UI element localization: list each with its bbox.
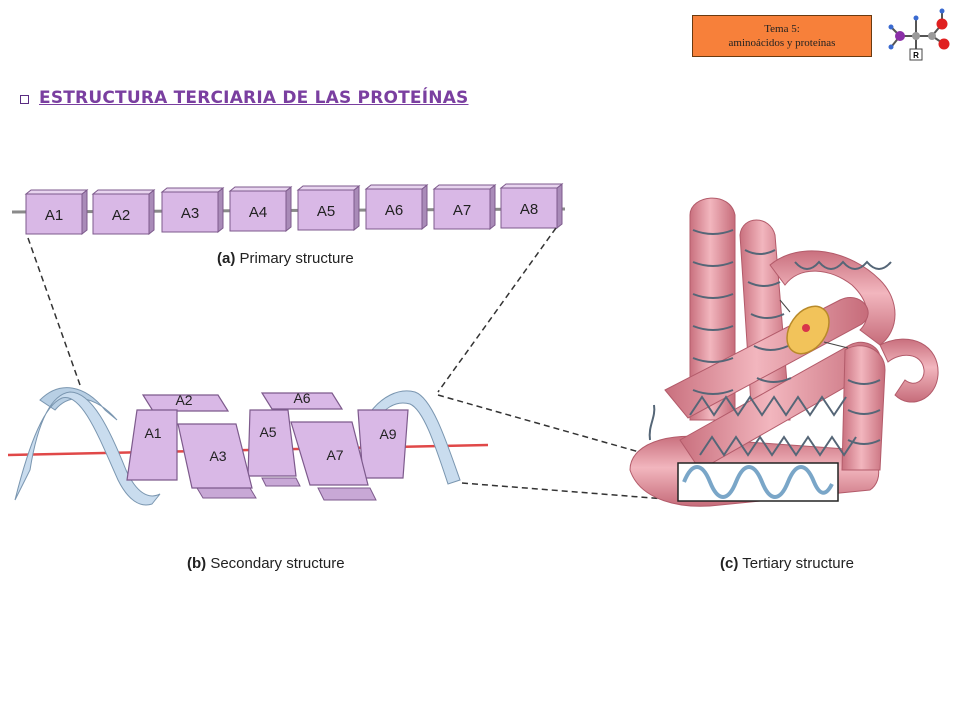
protein-tube xyxy=(841,345,886,471)
secondary-residue-a9: A9 xyxy=(357,409,409,479)
secondary-residue-a6: A6 xyxy=(260,390,344,410)
helix-ribbon-left xyxy=(14,391,161,506)
primary-residue-a1: A1 xyxy=(24,188,89,236)
residue-label: A7 xyxy=(453,202,471,219)
protein-tube xyxy=(879,338,939,403)
primary-label-text: Primary structure xyxy=(235,250,353,267)
helix-stripe xyxy=(847,379,881,445)
primary-residue-a8: A8 xyxy=(499,182,564,230)
primary-label-letter: (a) xyxy=(217,250,235,267)
section-title: ESTRUCTURA TERCIARIA DE LAS PROTEÍNAS xyxy=(39,88,469,108)
secondary-residue-a3: A3 xyxy=(177,423,253,489)
blue-helix-detail xyxy=(682,465,834,499)
carbon-atom-icon xyxy=(912,32,920,40)
helix-stripe xyxy=(692,229,734,395)
side-chain-box xyxy=(909,48,923,61)
primary-residue-a6: A6 xyxy=(364,183,429,231)
topic-line-1: Tema 5: xyxy=(764,23,800,35)
oxygen-atom-icon xyxy=(936,18,948,30)
zoom-line-bottom xyxy=(461,482,679,501)
secondary-residue-a7: A7 xyxy=(290,421,369,486)
residue-label: A3 xyxy=(181,205,199,222)
heme-iron-icon xyxy=(802,324,810,332)
residue-label: A9 xyxy=(379,426,396,442)
topic-line-2: aminoácidos y proteínas xyxy=(728,37,836,49)
nitrogen-atom-icon xyxy=(895,31,905,41)
primary-residue-a4: A4 xyxy=(228,185,293,233)
residue-label: A2 xyxy=(175,392,192,408)
section-heading: ESTRUCTURA TERCIARIA DE LAS PROTEÍNAS xyxy=(20,88,469,108)
helix-stripe xyxy=(699,435,857,457)
carbon-atom-icon xyxy=(928,32,936,40)
chain-tail xyxy=(648,404,656,441)
primary-residue-a2: A2 xyxy=(91,188,156,236)
zoom-line-top xyxy=(437,394,679,464)
hydrogen-atom-icon xyxy=(939,8,945,14)
primary-residues: A1 A2 A3 A4 A5 A6 A7 A8 xyxy=(24,182,564,236)
helix-ribbon-right xyxy=(364,390,461,485)
residue-label: A5 xyxy=(259,424,276,440)
secondary-label-text: Secondary structure xyxy=(206,555,344,572)
residue-plate-base xyxy=(261,477,301,487)
square-bullet-icon xyxy=(20,94,29,104)
residue-label: A6 xyxy=(385,202,403,219)
primary-residue-a7: A7 xyxy=(432,183,497,231)
zoom-line-left xyxy=(27,237,81,386)
secondary-structure-label: (b) Secondary structure xyxy=(187,555,345,572)
residue-label: A6 xyxy=(293,390,310,406)
residue-label: A1 xyxy=(144,425,161,441)
hydrogen-atom-icon xyxy=(888,44,894,50)
tertiary-structure-panel: (c) Tertiary structure xyxy=(629,197,939,572)
amino-acid-molecule-icon: R xyxy=(888,8,950,61)
residue-label: A4 xyxy=(249,204,267,221)
primary-structure-panel: A1 A2 A3 A4 A5 A6 A7 A8 (a) Primary structure xyxy=(11,182,566,393)
residue-label: A7 xyxy=(326,447,343,463)
residue-plate-base xyxy=(317,487,377,501)
zoom-line-right xyxy=(437,227,557,393)
primary-residue-a3: A3 xyxy=(160,186,225,234)
tertiary-label-letter: (c) xyxy=(720,555,738,572)
tertiary-structure-label: (c) Tertiary structure xyxy=(720,555,854,572)
helix-stripe xyxy=(794,260,892,270)
topic-label: Tema 5: aminoácidos y proteínas xyxy=(692,15,872,57)
hydrogen-atom-icon xyxy=(913,15,919,21)
secondary-residue-a2: A2 xyxy=(141,392,230,412)
primary-residue-a5: A5 xyxy=(296,184,361,232)
helix-axis-line xyxy=(7,443,489,457)
hydrogen-atom-icon xyxy=(888,24,894,30)
secondary-residue-a1: A1 xyxy=(126,409,178,481)
residue-plate-base xyxy=(196,487,257,499)
primary-structure-label: (a) Primary structure xyxy=(217,250,354,267)
residue-label: A3 xyxy=(209,448,226,464)
tertiary-label-text: Tertiary structure xyxy=(738,555,854,572)
residue-label: A5 xyxy=(317,203,335,220)
residue-label: A1 xyxy=(45,207,63,224)
helix-stripe xyxy=(689,395,847,417)
residue-label: A2 xyxy=(112,207,130,224)
heme-link-line xyxy=(779,299,791,313)
helix-stripe xyxy=(744,249,792,383)
secondary-label-letter: (b) xyxy=(187,555,206,572)
heme-link-line xyxy=(823,341,849,349)
residue-label: A8 xyxy=(520,201,538,218)
secondary-residue-a5: A5 xyxy=(247,409,297,477)
side-chain-label: R xyxy=(913,51,919,60)
oxygen-atom-icon xyxy=(938,38,950,50)
